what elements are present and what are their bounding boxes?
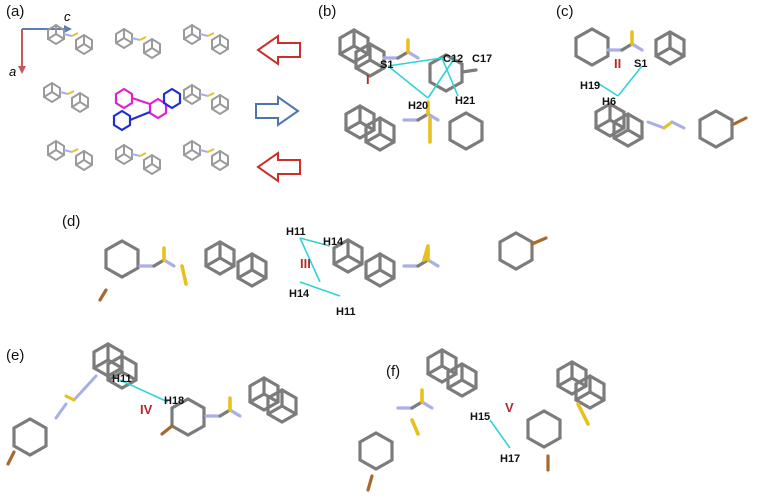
panel-c: (c) II S1 H19 H6 bbox=[556, 3, 748, 149]
panel-d-label: (d) bbox=[62, 213, 80, 230]
panel-b: (b) I S1 C12 C17 H20 H21 bbox=[318, 3, 492, 152]
contacts-motif-IV bbox=[119, 379, 169, 403]
panel-b-label: (b) bbox=[318, 3, 336, 20]
atom-H17: H17 bbox=[500, 453, 520, 465]
contacts-motif-II bbox=[595, 65, 643, 97]
atom-H11-top: H11 bbox=[286, 226, 306, 238]
atom-H11-bottom: H11 bbox=[336, 306, 356, 318]
arrow-right-middle bbox=[255, 95, 300, 127]
arrow-left-bottom bbox=[256, 151, 301, 183]
panel-c-label: (c) bbox=[556, 3, 574, 20]
panel-e-label: (e) bbox=[6, 347, 24, 364]
motif-I-label: I bbox=[366, 72, 370, 87]
direction-arrows bbox=[255, 34, 301, 183]
atom-H6: H6 bbox=[602, 96, 616, 108]
atom-H14-bottom: H14 bbox=[289, 288, 310, 300]
axis-c-label: c bbox=[64, 9, 71, 24]
axis-a-arrowhead bbox=[18, 66, 26, 74]
axis-c-arrowhead bbox=[64, 25, 72, 33]
contacts-motif-III bbox=[299, 237, 341, 297]
motif-III-label: III bbox=[300, 256, 311, 271]
panel-d: (d) III H11 H14 H14 H11 bbox=[62, 213, 548, 318]
panel-a: (a) c a bbox=[6, 3, 301, 183]
atom-H19: H19 bbox=[580, 80, 600, 92]
packing-molecules bbox=[44, 25, 228, 174]
motif-II-label: II bbox=[614, 56, 621, 71]
contacts-motif-V bbox=[489, 419, 511, 449]
atom-H15: H15 bbox=[470, 411, 490, 423]
axis-a-label: a bbox=[9, 64, 16, 79]
panel-e: (e) IV H11 H18 bbox=[6, 342, 298, 466]
atom-H11-e: H11 bbox=[112, 373, 132, 385]
panel-a-label: (a) bbox=[6, 3, 24, 20]
atom-C17: C17 bbox=[472, 53, 492, 65]
panel-f-label: (f) bbox=[386, 363, 400, 380]
arrow-left-top bbox=[256, 34, 301, 66]
atom-H18: H18 bbox=[164, 395, 184, 407]
motif-IV-label: IV bbox=[140, 402, 153, 417]
contacts-motif-I bbox=[387, 55, 459, 99]
highlighted-dimer bbox=[112, 87, 182, 132]
atom-H21: H21 bbox=[455, 95, 475, 107]
atom-S1: S1 bbox=[380, 59, 393, 71]
motif-V-label: V bbox=[505, 400, 514, 415]
atom-H20: H20 bbox=[408, 100, 428, 112]
atom-C12: C12 bbox=[443, 53, 463, 65]
atom-S1-c: S1 bbox=[634, 58, 647, 70]
atom-H14-top: H14 bbox=[323, 236, 344, 248]
panel-f: (f) V H15 H17 bbox=[358, 348, 606, 492]
